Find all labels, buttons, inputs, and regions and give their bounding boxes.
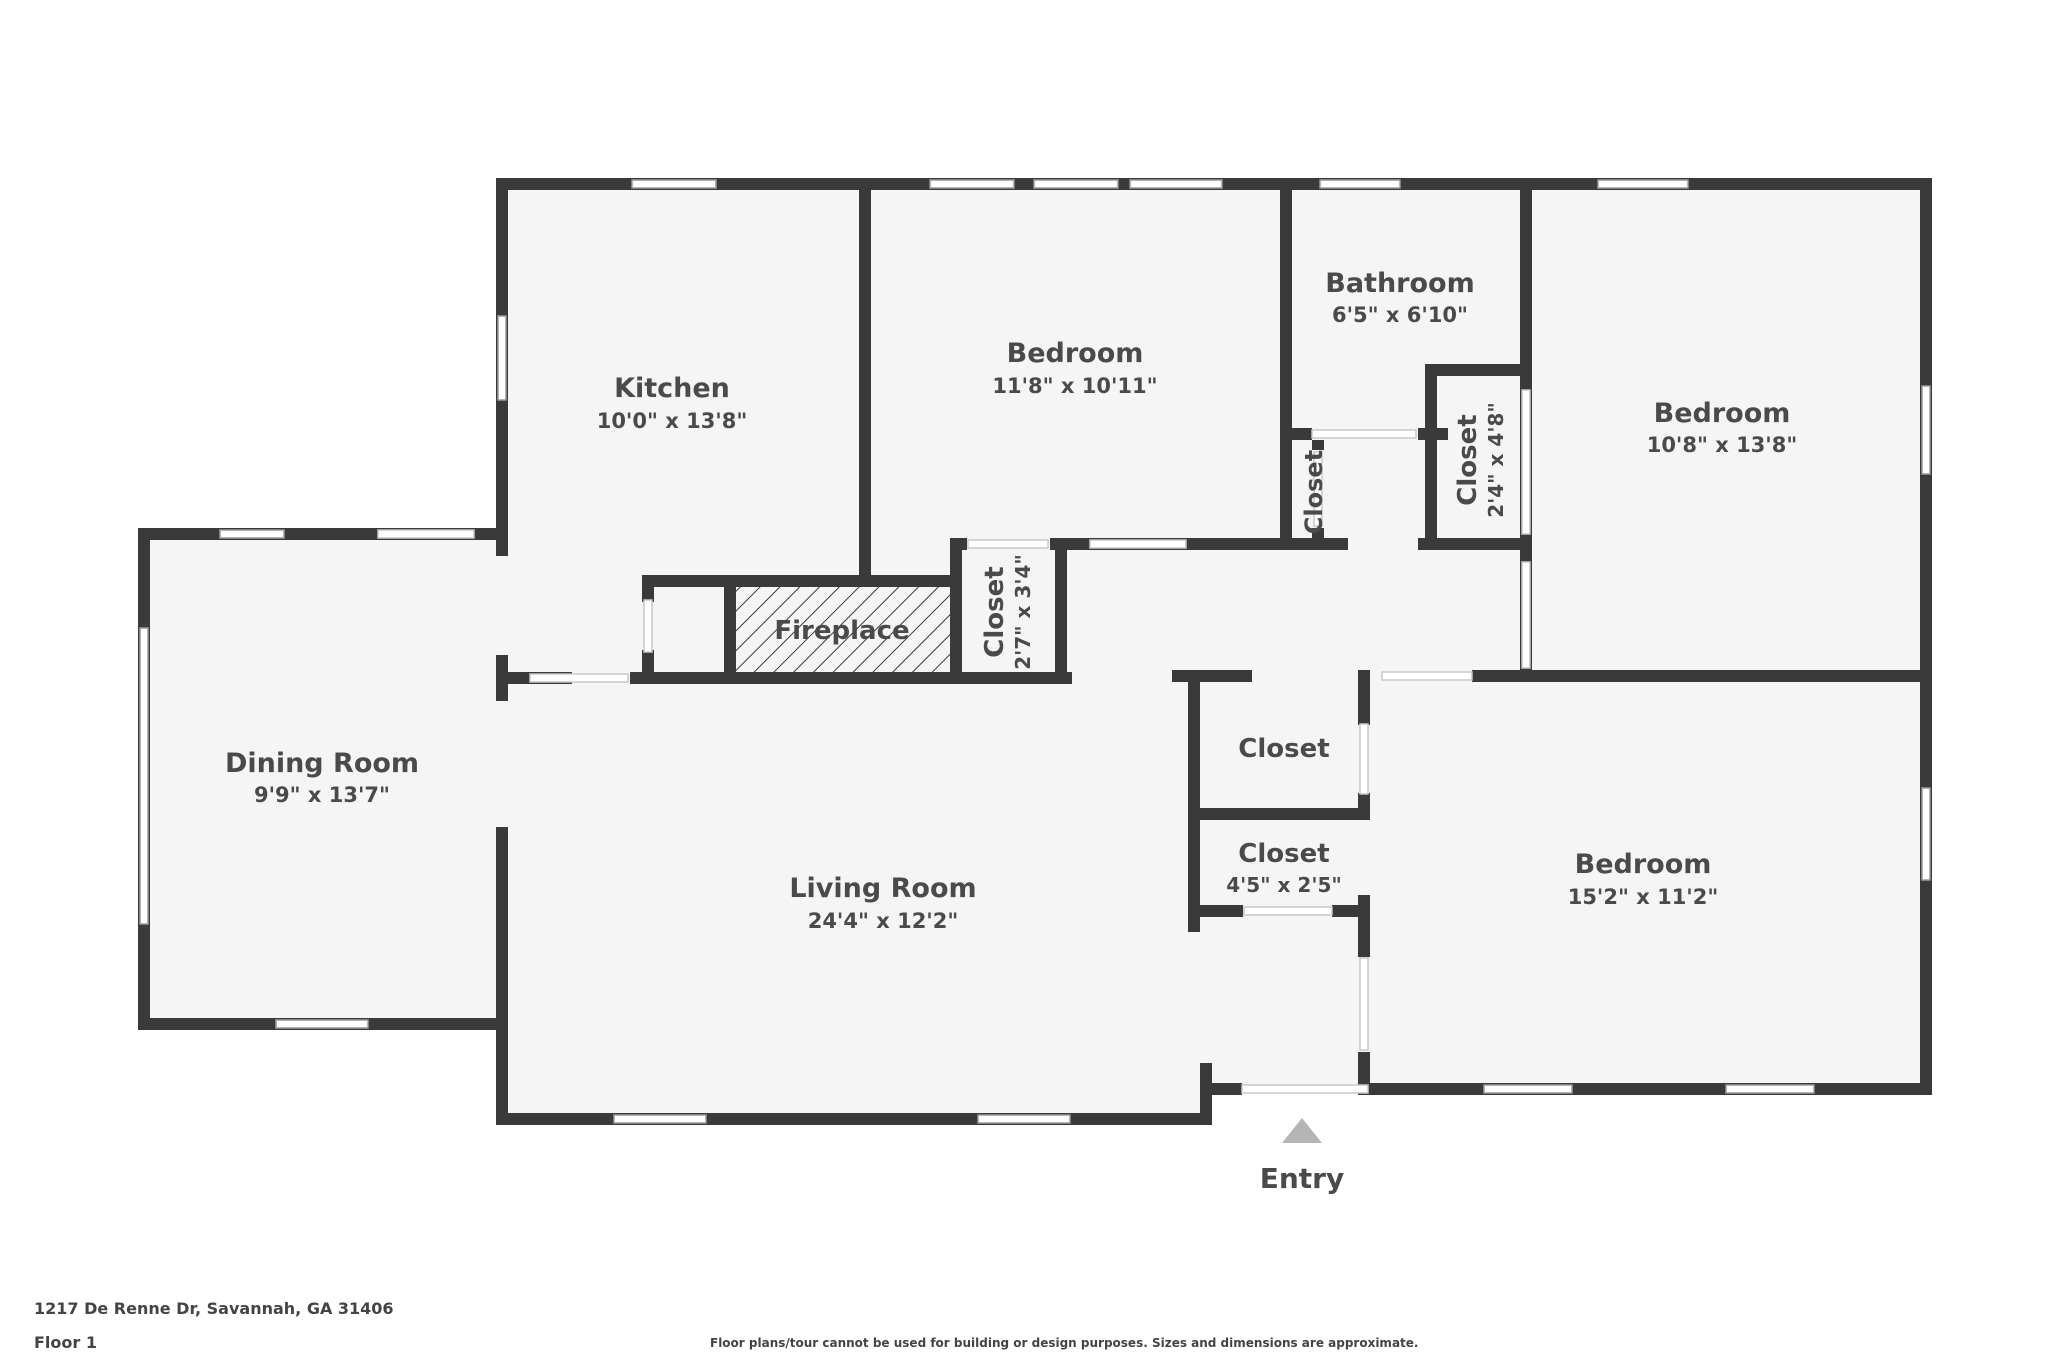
closet-small: Closet: [1300, 450, 1328, 534]
closet-bedroom: Closet 2'4" x 4'8": [1453, 402, 1508, 518]
room-dimensions: 6'5" x 6'10": [1332, 303, 1468, 327]
room-dining-room: Dining Room 9'9" x 13'7": [225, 748, 419, 807]
closet-hall: Closet 2'7" x 3'4": [980, 554, 1035, 670]
closet-dimensions: 4'5" x 2'5": [1226, 873, 1342, 897]
entry-arrow-icon: [1282, 1118, 1322, 1143]
room-dimensions: 10'8" x 13'8": [1647, 433, 1798, 457]
room-bedroom-3: Bedroom 15'2" x 11'2": [1568, 849, 1719, 909]
room-kitchen: Kitchen 10'0" x 13'8": [597, 373, 748, 433]
closet-dimensions: 2'7" x 3'4": [1011, 554, 1035, 670]
door-openings: [377, 389, 1531, 1094]
room-name: Bedroom: [1007, 338, 1144, 369]
closet-name: Closet: [1238, 839, 1329, 869]
closet-dimensions: 2'4" x 4'8": [1484, 402, 1508, 518]
windows: [139, 179, 1931, 1124]
closet-name: Closet: [1453, 414, 1483, 505]
room-dimensions: 11'8" x 10'11": [992, 374, 1157, 398]
room-dimensions: 9'9" x 13'7": [254, 783, 390, 807]
closet-lower: Closet 4'5" x 2'5": [1226, 839, 1342, 897]
room-bathroom: Bathroom 6'5" x 6'10": [1325, 268, 1474, 327]
room-dimensions: 10'0" x 13'8": [597, 409, 748, 433]
room-name: Dining Room: [225, 748, 419, 779]
fireplace-label: Fireplace: [774, 616, 909, 646]
fireplace: Fireplace: [774, 616, 909, 646]
closet-name: Closet: [1300, 450, 1328, 534]
room-name: Bedroom: [1654, 398, 1791, 429]
room-bedroom-2: Bedroom 10'8" x 13'8": [1647, 398, 1798, 457]
property-address: 1217 De Renne Dr, Savannah, GA 31406: [34, 1299, 394, 1318]
closet-name: Closet: [980, 566, 1010, 657]
room-name: Bedroom: [1575, 849, 1712, 880]
closet-upper: Closet: [1238, 734, 1329, 764]
fireplace-hearth: [736, 587, 958, 672]
entry-marker: Entry: [1260, 1118, 1345, 1195]
room-dimensions: 24'4" x 12'2": [808, 909, 959, 933]
room-bedroom-1: Bedroom 11'8" x 10'11": [992, 338, 1157, 398]
entry-label: Entry: [1260, 1162, 1345, 1195]
room-name: Bathroom: [1325, 268, 1474, 299]
room-name: Kitchen: [614, 373, 730, 404]
closet-name: Closet: [1238, 734, 1329, 764]
room-living-room: Living Room 24'4" x 12'2": [789, 873, 976, 933]
room-dimensions: 15'2" x 11'2": [1568, 885, 1719, 909]
floor-label: Floor 1: [34, 1333, 97, 1352]
fireplace-chimney: [654, 587, 736, 672]
disclaimer: Floor plans/tour cannot be used for buil…: [710, 1336, 1419, 1350]
room-name: Living Room: [789, 873, 976, 904]
